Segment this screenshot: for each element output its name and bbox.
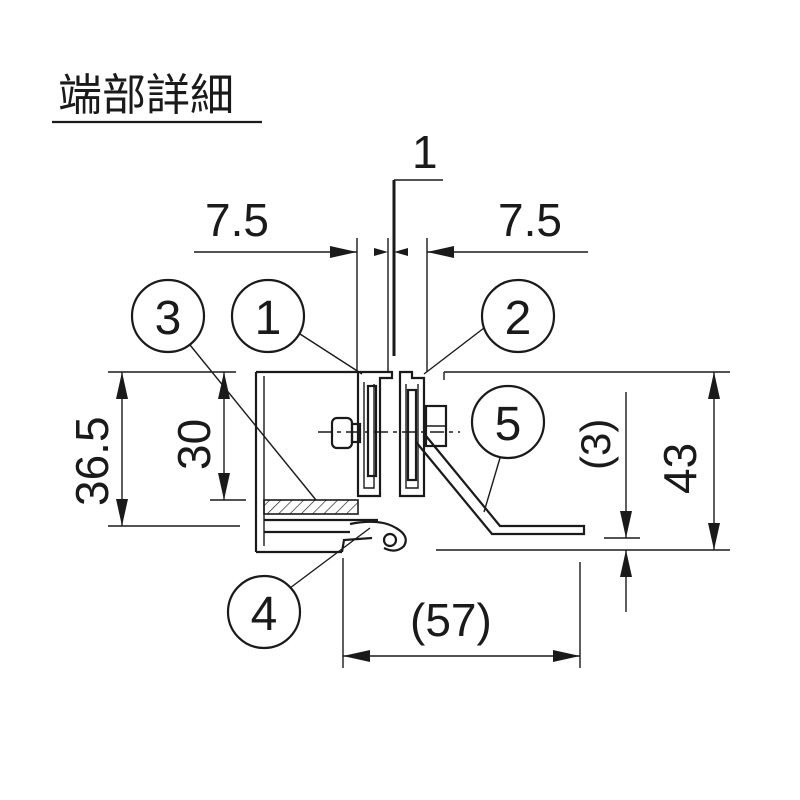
joint-number-label: 1 — [412, 126, 438, 178]
mounting-bracket — [415, 372, 586, 536]
svg-text:2: 2 — [505, 292, 532, 345]
callout-4: 4 — [226, 527, 371, 650]
top-gap-dimension: 7.5 7.5 1 — [194, 126, 588, 372]
height-43-label: 43 — [654, 443, 706, 494]
callout-5: 5 — [470, 384, 546, 513]
svg-text:1: 1 — [255, 292, 282, 345]
hatched-core — [263, 499, 359, 515]
svg-text:3: 3 — [155, 292, 182, 345]
callout-3: 3 — [130, 278, 317, 501]
gap-left-label: 7.5 — [205, 194, 269, 246]
joint-frame — [318, 370, 460, 553]
bottom-width-dimension: (57) — [342, 558, 581, 668]
left-height-dimensions: 36.5 30 — [66, 371, 246, 527]
height-3-label: (3) — [572, 419, 619, 470]
svg-text:4: 4 — [251, 588, 278, 641]
callout-2: 2 — [423, 278, 556, 375]
gap-right-label: 7.5 — [498, 194, 562, 246]
svg-text:5: 5 — [495, 398, 522, 451]
callout-1: 1 — [230, 278, 363, 375]
height-36-5-label: 36.5 — [66, 416, 118, 506]
drawing-title: 端部詳細 — [58, 70, 234, 121]
panel-section — [254, 370, 378, 554]
right-height-dimensions: (3) 43 — [436, 371, 730, 612]
height-30-label: 30 — [168, 419, 220, 470]
width-57-label: (57) — [410, 594, 492, 646]
